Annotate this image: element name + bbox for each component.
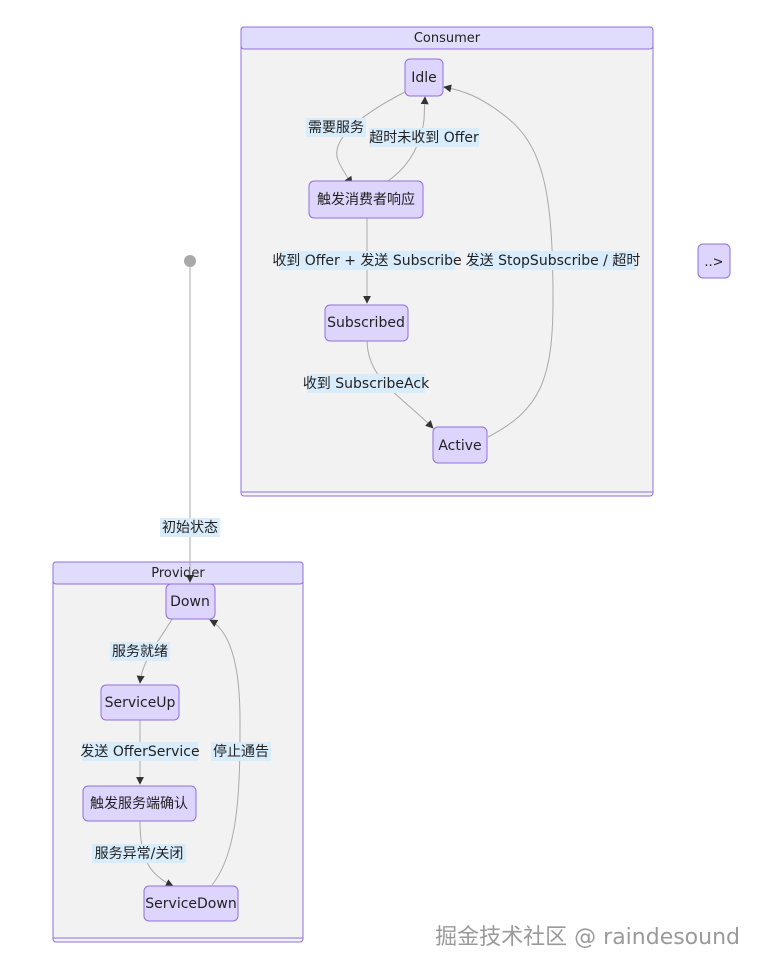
node-subscribed[interactable]: Subscribed (324, 304, 409, 342)
svg-text:发送 StopSubscribe / 超时: 发送 StopSubscribe / 超时 (466, 253, 641, 269)
label-timeout-no-offer: 超时未收到 Offer (369, 128, 479, 147)
svg-text:停止通告: 停止通告 (213, 743, 269, 760)
label-send-offer-service: 发送 OfferService (80, 742, 200, 761)
watermark-text: 掘金技术社区 @ raindesound (435, 925, 740, 950)
node-service-down-label: ServiceDown (145, 896, 236, 912)
node-down[interactable]: Down (165, 583, 216, 620)
svg-text:收到 Offer + 发送 Subscribe: 收到 Offer + 发送 Subscribe (272, 253, 461, 269)
svg-text:发送 OfferService: 发送 OfferService (80, 744, 199, 760)
label-recv-subscribe-ack: 收到 SubscribeAck (303, 374, 430, 393)
node-trigger-provider-label: 触发服务端确认 (90, 796, 188, 812)
node-service-up-label: ServiceUp (105, 695, 176, 711)
node-active-label: Active (438, 438, 481, 454)
node-down-label: Down (170, 594, 210, 610)
svg-text:初始状态: 初始状态 (162, 519, 218, 536)
node-continuation[interactable]: ..> (697, 243, 731, 279)
label-service-error-close: 服务异常/关闭 (92, 844, 186, 863)
node-service-up[interactable]: ServiceUp (100, 684, 180, 721)
svg-text:需要服务: 需要服务 (308, 120, 364, 136)
node-trigger-consumer[interactable]: 触发消费者响应 (308, 180, 424, 219)
node-trigger-consumer-label: 触发消费者响应 (317, 191, 415, 208)
svg-text:收到 SubscribeAck: 收到 SubscribeAck (303, 376, 430, 392)
provider-cluster-title: Provider (151, 566, 205, 581)
node-service-down[interactable]: ServiceDown (143, 885, 239, 922)
label-send-stop-subscribe: 发送 StopSubscribe / 超时 (466, 251, 641, 270)
label-initial-state: 初始状态 (160, 518, 220, 537)
svg-text:服务就绪: 服务就绪 (112, 644, 168, 660)
label-need-service: 需要服务 (306, 118, 366, 137)
node-idle[interactable]: Idle (404, 58, 444, 97)
node-trigger-provider[interactable]: 触发服务端确认 (82, 785, 197, 822)
edge-service-error (139, 820, 174, 887)
node-continuation-label: ..> (704, 255, 723, 270)
initial-state-dot (184, 255, 196, 267)
node-active[interactable]: Active (432, 426, 488, 464)
label-stop-notify: 停止通告 (211, 742, 271, 761)
edge-timeout-no-offer (384, 96, 429, 184)
edge-stop-notify (209, 619, 241, 886)
svg-text:超时未收到 Offer: 超时未收到 Offer (369, 130, 479, 146)
node-subscribed-label: Subscribed (327, 315, 405, 331)
node-idle-label: Idle (411, 70, 437, 86)
label-recv-offer-send-subscribe: 收到 Offer + 发送 Subscribe (272, 251, 462, 270)
edge-need-service (336, 91, 406, 185)
consumer-cluster-title: Consumer (414, 31, 481, 46)
label-service-ready: 服务就绪 (110, 642, 170, 661)
svg-text:服务异常/关闭: 服务异常/关闭 (95, 846, 184, 862)
edge-stop-subscribe (443, 84, 554, 438)
